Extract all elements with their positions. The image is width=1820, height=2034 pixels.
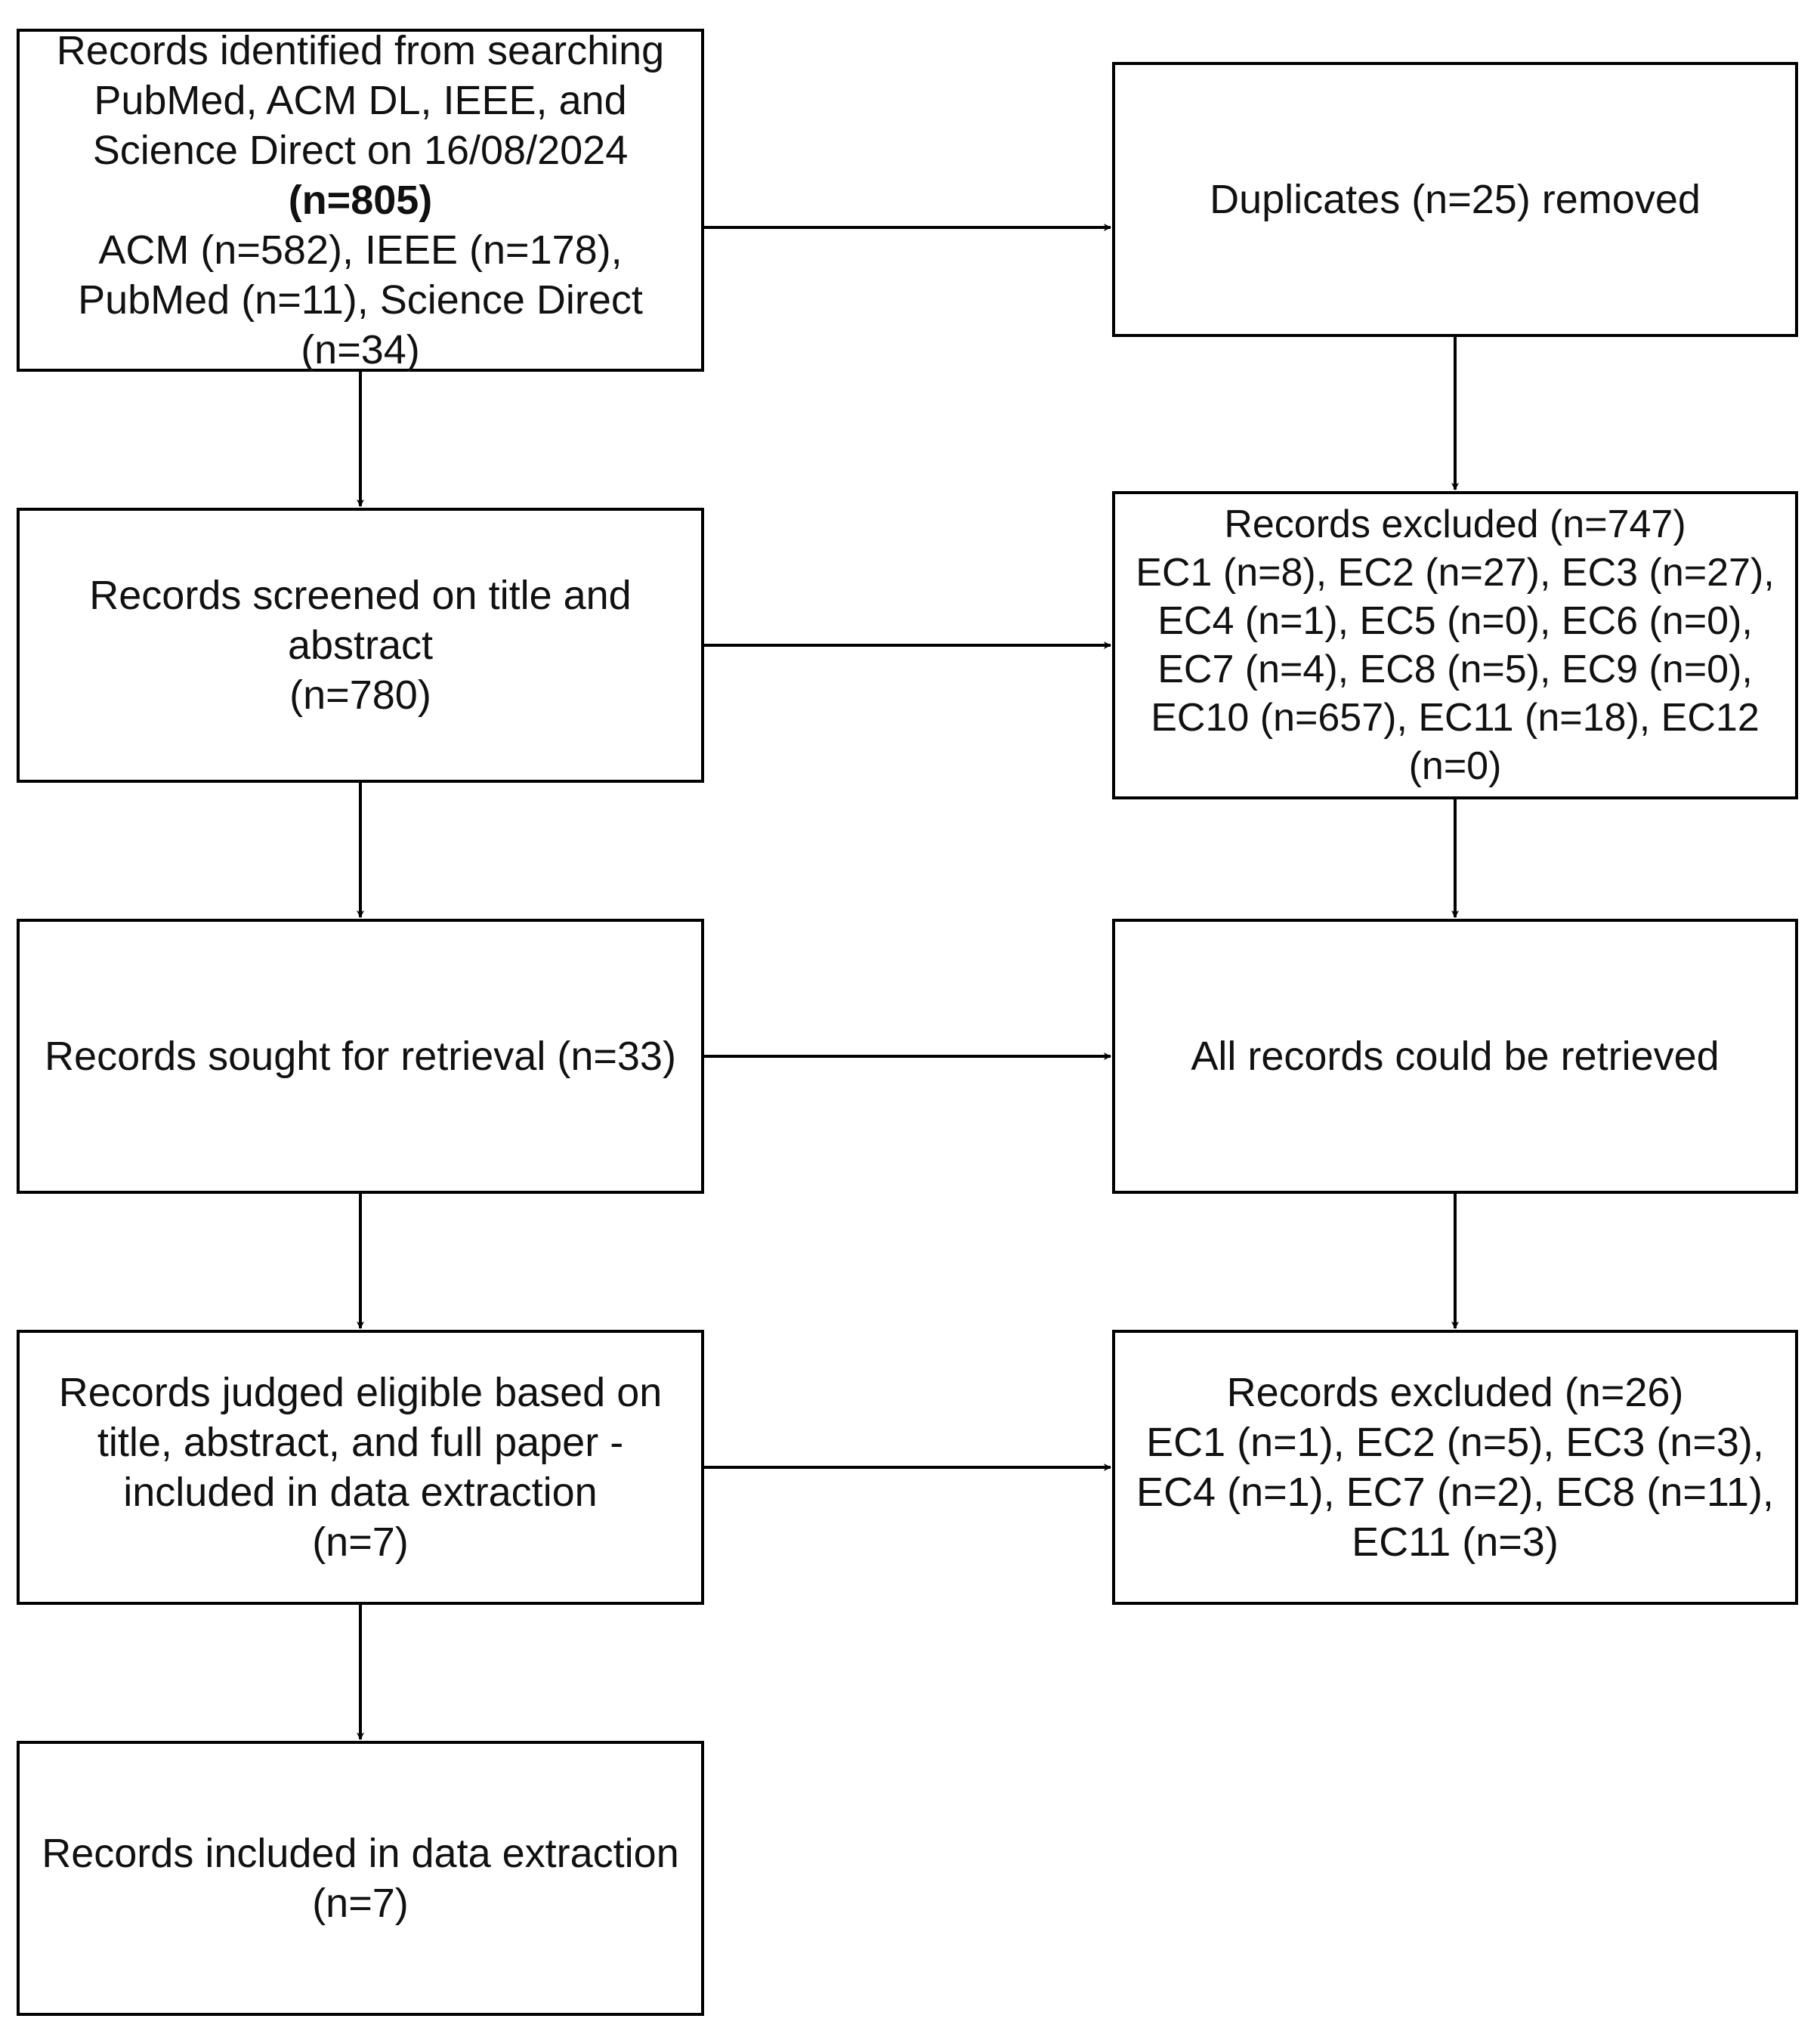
excluded-screening-line-4: EC7 (n=4), EC8 (n=5), EC9 (n=0),	[1157, 648, 1753, 691]
identified-breakdown-1: ACM (n=582), IEEE (n=178),	[98, 227, 623, 273]
excluded-screening-line-5: EC10 (n=657), EC11 (n=18), EC12	[1151, 696, 1760, 740]
excluded-fulltext-line-3: EC4 (n=1), EC7 (n=2), EC8 (n=11),	[1136, 1470, 1774, 1515]
identified-breakdown-3: (n=34)	[301, 327, 420, 372]
eligible-line-2: title, abstract, and full paper -	[97, 1420, 624, 1465]
duplicates-text: Duplicates (n=25) removed	[1210, 177, 1701, 222]
excluded-screening-line-3: EC4 (n=1), EC5 (n=0), EC6 (n=0),	[1157, 599, 1753, 643]
records-included-box: Records included in data extraction (n=7…	[17, 1741, 704, 2016]
identified-breakdown-2: PubMed (n=11), Science Direct	[78, 277, 643, 323]
records-eligible-box: Records judged eligible based on title, …	[17, 1330, 704, 1605]
screened-line-2: abstract	[287, 623, 434, 668]
included-line-1: Records included in data extraction	[42, 1831, 679, 1876]
excluded-fulltext-line-2: EC1 (n=1), EC2 (n=5), EC3 (n=3),	[1146, 1420, 1764, 1465]
excluded-screening-line-6: (n=0)	[1408, 744, 1502, 788]
identified-count: (n=805)	[288, 178, 433, 223]
duplicates-removed-box: Duplicates (n=25) removed	[1112, 62, 1798, 337]
excluded-screening-line-2: EC1 (n=8), EC2 (n=27), EC3 (n=27),	[1136, 551, 1775, 595]
excluded-fulltext-line-1: Records excluded (n=26)	[1226, 1370, 1684, 1415]
excluded-fulltext-line-4: EC11 (n=3)	[1352, 1519, 1559, 1565]
identified-line-2: PubMed, ACM DL, IEEE, and	[94, 78, 627, 123]
records-excluded-fulltext-box: Records excluded (n=26) EC1 (n=1), EC2 (…	[1112, 1330, 1798, 1605]
records-screened-box: Records screened on title and abstract (…	[17, 508, 704, 783]
retrieved-text: All records could be retrieved	[1191, 1034, 1720, 1079]
screened-line-1: Records screened on title and	[89, 573, 632, 618]
excluded-screening-line-1: Records excluded (n=747)	[1224, 502, 1686, 546]
records-retrieved-box: All records could be retrieved	[1112, 919, 1798, 1194]
records-sought-box: Records sought for retrieval (n=33)	[17, 919, 704, 1194]
identified-line-3: Science Direct on 16/08/2024	[92, 128, 629, 173]
eligible-line-1: Records judged eligible based on	[58, 1370, 663, 1415]
eligible-line-4: (n=7)	[312, 1519, 409, 1565]
included-line-2: (n=7)	[312, 1881, 409, 1926]
screened-line-3: (n=780)	[289, 672, 431, 718]
records-identified-box: Records identified from searching PubMed…	[17, 28, 704, 372]
records-excluded-screening-box: Records excluded (n=747) EC1 (n=8), EC2 …	[1112, 491, 1798, 799]
identified-line-1: Records identified from searching	[56, 28, 665, 73]
sought-text: Records sought for retrieval (n=33)	[45, 1034, 676, 1079]
eligible-line-3: included in data extraction	[123, 1470, 598, 1515]
